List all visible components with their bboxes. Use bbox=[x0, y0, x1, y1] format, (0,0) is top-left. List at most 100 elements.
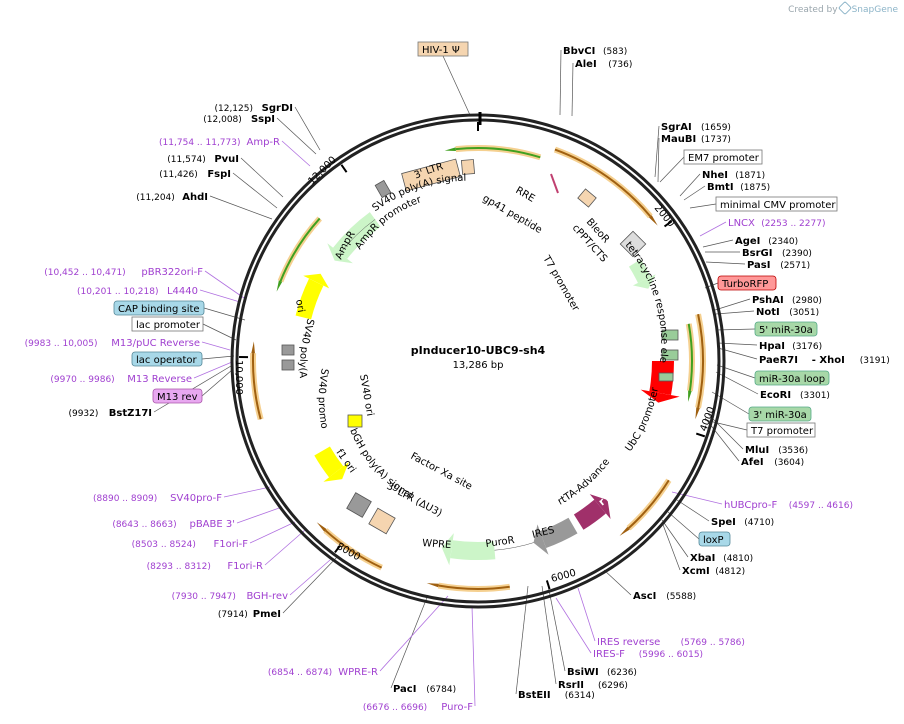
primer-labels: LNCX(2253 .. 2277) hUBCpro-F(4597 .. 4616… bbox=[25, 137, 853, 713]
boxed-feature-lac-operator[interactable]: lac operator bbox=[131, 351, 203, 367]
orf-right[interactable] bbox=[697, 314, 704, 408]
ires-feature-head bbox=[533, 524, 549, 555]
bleor-feature[interactable] bbox=[628, 259, 651, 284]
enzyme-site-paer7i[interactable]: PaeR7I- XhoI(3191) bbox=[759, 355, 890, 366]
primer-sv40pro-f[interactable]: SV40pro-F(8890 .. 8909) bbox=[93, 493, 222, 504]
boxed-feature-loxp[interactable]: loxP bbox=[698, 531, 731, 547]
primer-m13-puc-reverse[interactable]: M13/pUC Reverse(9983 .. 10,005) bbox=[25, 338, 200, 349]
small-gray-block[interactable] bbox=[374, 179, 392, 199]
primer-l4440[interactable]: L4440(10,201 .. 10,218) bbox=[77, 286, 198, 297]
cppt-block[interactable] bbox=[577, 188, 597, 208]
primer-ires-f[interactable]: IRES-F(5996 .. 6015) bbox=[593, 649, 703, 660]
orf-bottom[interactable] bbox=[438, 584, 510, 590]
primer-hubcpro-f[interactable]: hUBCpro-F(4597 .. 4616) bbox=[724, 500, 853, 511]
primer-puro-f[interactable]: Puro-F(6676 .. 6696) bbox=[363, 702, 473, 713]
primer-wpre-r[interactable]: WPRE-R(6854 .. 6874) bbox=[268, 667, 378, 678]
enzyme-site-bsteii[interactable]: BstEII(6314) bbox=[518, 690, 595, 701]
enzyme-site-bsiwi[interactable]: BsiWI(6236) bbox=[567, 667, 637, 678]
ltr-du3-block[interactable] bbox=[368, 507, 396, 535]
boxed-feature-5mir30a[interactable]: 5' miR-30a bbox=[754, 321, 818, 337]
primer-pbabe-3-[interactable]: pBABE 3'(8643 .. 8663) bbox=[112, 519, 235, 530]
mir30-block-2[interactable] bbox=[661, 349, 679, 361]
ires-feature[interactable] bbox=[539, 517, 578, 548]
primer-pbr322ori-f[interactable]: pBR322ori-F(10,452 .. 10,471) bbox=[44, 267, 203, 278]
boxed-feature-turborfp[interactable]: TurboRFP bbox=[717, 275, 777, 291]
orf-right-green[interactable] bbox=[687, 323, 693, 391]
primer-bgh-rev[interactable]: BGH-rev(7930 .. 7947) bbox=[172, 591, 288, 602]
mir30-block-3[interactable] bbox=[658, 372, 674, 382]
boxed-feature-3mir30a[interactable]: 3' miR-30a bbox=[748, 406, 812, 422]
mir30-block-1[interactable] bbox=[661, 329, 679, 341]
boxed-feature-cap-binding[interactable]: CAP binding site bbox=[113, 300, 205, 316]
enzyme-site-bstz17i[interactable]: BstZ17I(9932) bbox=[68, 408, 152, 419]
primer-ires-reverse[interactable]: IRES reverse(5769 .. 5786) bbox=[597, 637, 745, 648]
enzyme-site-ecori[interactable]: EcoRI(3301) bbox=[760, 390, 830, 401]
ori-feature[interactable] bbox=[295, 278, 324, 320]
primer-range: (10,201 .. 10,218) bbox=[77, 287, 158, 297]
primer-m13-reverse[interactable]: M13 Reverse(9970 .. 9986) bbox=[50, 374, 192, 385]
boxed-feature-em7[interactable]: EM7 promoter bbox=[683, 149, 763, 165]
enzyme-name: HpaI bbox=[759, 341, 785, 352]
enzyme-site-sgrdi[interactable]: SgrDI(12,125) bbox=[214, 103, 293, 114]
lac-block[interactable] bbox=[281, 344, 295, 356]
enzyme-site-afei[interactable]: AfeI(3604) bbox=[741, 457, 804, 468]
enzyme-site-asci[interactable]: AscI(5588) bbox=[633, 591, 696, 602]
enzyme-site-sgrai[interactable]: SgrAI(1659) bbox=[661, 122, 731, 133]
enzyme-site-hpai[interactable]: HpaI(3176) bbox=[759, 341, 822, 352]
enzyme-position: (2390) bbox=[782, 249, 812, 259]
enzyme-site-maubi[interactable]: MauBI(1737) bbox=[661, 134, 731, 145]
orf-left[interactable] bbox=[252, 353, 262, 420]
boxed-feature-t7-promoter[interactable]: T7 promoter bbox=[746, 422, 816, 438]
rre-block[interactable] bbox=[460, 159, 476, 175]
boxed-feature-m13-rev[interactable]: M13 rev bbox=[152, 388, 203, 404]
enzyme-site-bmti[interactable]: BmtI(1875) bbox=[707, 182, 770, 193]
boxed-feature-mir30a-loop[interactable]: miR-30a loop bbox=[754, 370, 830, 386]
enzyme-site-fspi[interactable]: FspI(11,426) bbox=[159, 169, 231, 180]
orf-bottom-left[interactable] bbox=[324, 529, 383, 569]
enzyme-site-bsrgi[interactable]: BsrGI(2390) bbox=[742, 248, 812, 259]
primer-f1ori-r[interactable]: F1ori-R(8293 .. 8312) bbox=[147, 561, 263, 572]
boxed-feature-hiv-psi[interactable]: HIV-1 Ψ bbox=[417, 41, 469, 57]
primer-lncx[interactable]: LNCX(2253 .. 2277) bbox=[728, 218, 825, 229]
enzyme-leader bbox=[240, 157, 284, 198]
enzyme-site-pasi[interactable]: PasI(2571) bbox=[747, 260, 810, 271]
orf-top-right[interactable] bbox=[554, 148, 652, 218]
enzyme-site-mlui[interactable]: MluI(3536) bbox=[745, 445, 808, 456]
enzyme-site-pmei[interactable]: PmeI(7914) bbox=[218, 609, 281, 620]
orf-top-green[interactable] bbox=[455, 147, 541, 159]
enzyme-site-pvui[interactable]: PvuI(11,574) bbox=[167, 154, 239, 165]
primer-amp-r[interactable]: Amp-R(11,754 .. 11,773) bbox=[159, 137, 280, 148]
enzyme-site-xbai[interactable]: XbaI(4810) bbox=[690, 553, 753, 564]
enzyme-name: NotI bbox=[756, 307, 780, 318]
enzyme-name: PshAI bbox=[752, 295, 784, 306]
enzyme-site-noti[interactable]: NotI(3051) bbox=[756, 307, 819, 318]
enzyme-site-pshai[interactable]: PshAI(2980) bbox=[752, 295, 822, 306]
enzyme-site-ahdi[interactable]: AhdI(11,204) bbox=[136, 192, 208, 203]
enzyme-leader bbox=[702, 239, 734, 248]
wpre-feature-head bbox=[388, 518, 405, 548]
enzyme-site-alei[interactable]: AleI(736) bbox=[575, 59, 632, 70]
enzyme-site-rsrii[interactable]: RsrII(6296) bbox=[558, 680, 628, 691]
enzyme-site-xcmi[interactable]: XcmI(4812) bbox=[682, 566, 745, 577]
lac-block-2[interactable] bbox=[281, 359, 295, 371]
wpre-feature[interactable] bbox=[393, 524, 438, 555]
ltr3-block[interactable] bbox=[401, 158, 461, 192]
tre-block[interactable] bbox=[619, 230, 647, 258]
orf-ampr-green[interactable] bbox=[279, 217, 321, 282]
rtetr-feature[interactable] bbox=[573, 499, 606, 530]
f1-ori-feature[interactable] bbox=[314, 446, 344, 478]
primer-f1ori-f[interactable]: F1ori-F(8503 .. 8524) bbox=[132, 539, 249, 550]
enzyme-site-paci[interactable]: PacI(6784) bbox=[393, 684, 456, 695]
cap-binding-label: CAP binding site bbox=[118, 304, 200, 315]
sv40-ori-block[interactable] bbox=[347, 414, 363, 428]
enzyme-site-sspi[interactable]: SspI(12,008) bbox=[203, 114, 275, 125]
orf-lower-right[interactable] bbox=[627, 479, 670, 529]
enzyme-site-spei[interactable]: SpeI(4710) bbox=[711, 517, 774, 528]
boxed-feature-min-cmv[interactable]: minimal CMV promoter bbox=[715, 196, 838, 212]
enzyme-site-nhei[interactable]: NheI(1871) bbox=[702, 170, 765, 181]
enzyme-site-agei[interactable]: AgeI(2340) bbox=[735, 236, 798, 247]
enzyme-site-bbvci[interactable]: BbvCI(583) bbox=[563, 46, 627, 57]
boxed-feature-lac-promoter[interactable]: lac promoter bbox=[131, 316, 204, 332]
bgh-block[interactable] bbox=[346, 492, 372, 518]
puror-feature[interactable] bbox=[450, 540, 496, 560]
